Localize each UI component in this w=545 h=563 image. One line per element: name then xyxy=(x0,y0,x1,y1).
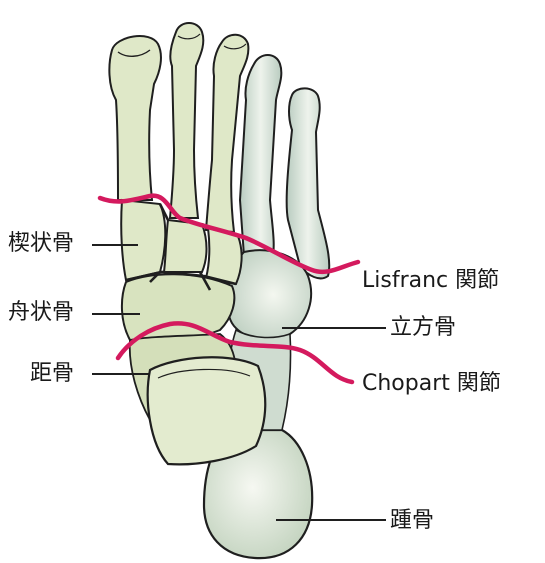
navicular-bone xyxy=(122,274,234,342)
label-cuneiform: 楔状骨 xyxy=(8,233,74,255)
label-navicular: 舟状骨 xyxy=(8,302,74,324)
metatarsal-5-bone xyxy=(287,88,330,278)
label-cuboid: 立方骨 xyxy=(390,317,456,339)
metatarsal-2-bone xyxy=(170,23,203,218)
medial-cuneiform-bone xyxy=(121,200,165,280)
label-calcaneus: 踵骨 xyxy=(390,510,434,532)
metatarsal-4-bone xyxy=(240,55,281,265)
metatarsal-1-bone xyxy=(109,36,161,200)
label-talus: 距骨 xyxy=(30,363,74,385)
intermediate-cuneiform-bone xyxy=(164,220,207,272)
label-chopart-joint: Chopart 関節 xyxy=(362,373,501,395)
label-lisfranc-joint: Lisfranc 関節 xyxy=(362,270,499,292)
talus-bone xyxy=(148,357,266,464)
